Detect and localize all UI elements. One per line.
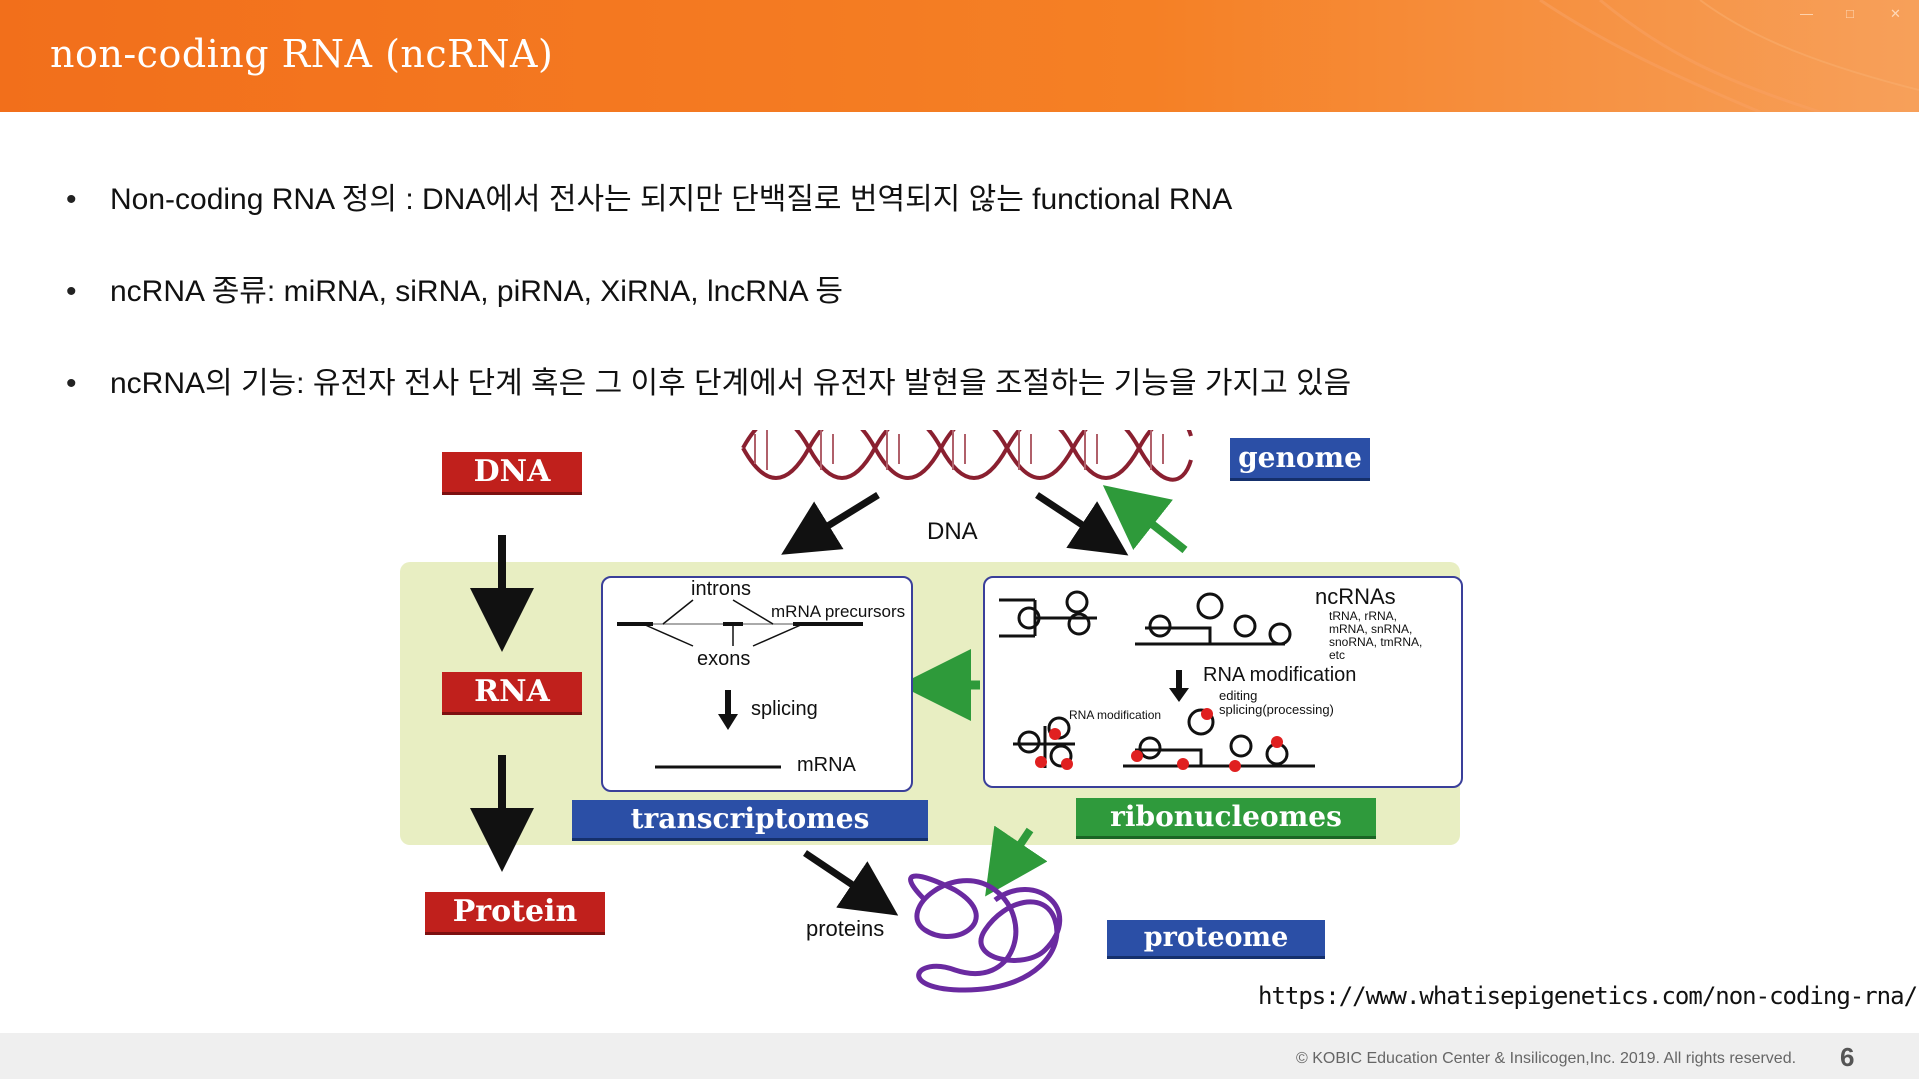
splicing-processing-text: splicing(processing) [1219, 702, 1334, 717]
proteome-label: proteome [1107, 920, 1325, 959]
protein-label: Protein [425, 892, 605, 935]
dna-text: DNA [927, 518, 978, 545]
ncrna-structures-drawing [999, 590, 1315, 772]
ribonucleomes-label: ribonucleomes [1076, 798, 1376, 839]
splicing-text: splicing [751, 698, 818, 720]
bullet-text: ncRNA의 기능: 유전자 전사 단계 혹은 그 이후 단계에서 유전자 발현… [110, 367, 1352, 400]
dna-to-transcriptome-arrow [781, 492, 880, 555]
introns-text: introns [691, 578, 752, 600]
close-icon[interactable]: ✕ [1890, 6, 1901, 21]
ncrna-types-line: etc [1329, 648, 1346, 662]
maximize-icon[interactable]: □ [1846, 6, 1854, 21]
rna-modification-text: RNA modification [1203, 664, 1357, 686]
bullet-text: Non-coding RNA 정의 : DNA에서 전사는 되지만 단백질로 번… [110, 183, 1233, 216]
ncrna-box: ncRNAs tRNA, rRNA, mRNA, snRNA, snoRNA, … [983, 576, 1463, 788]
slide-title: non-coding RNA (ncRNA) [50, 32, 554, 76]
diagram-arrows [470, 430, 1193, 993]
source-url[interactable]: https://www.whatisepigenetics.com/non-co… [1258, 982, 1918, 1010]
transcriptome-to-protein-arrow [803, 850, 899, 916]
splicing-drawing [617, 599, 863, 769]
bullet-item: • ncRNA 종류: miRNA, siRNA, piRNA, XiRNA, l… [66, 266, 843, 310]
ribonucleome-to-proteome-arrow [985, 825, 1048, 897]
transcriptome-box: introns mRNA precursors exons splicing m… [601, 576, 913, 792]
slide-header: non-coding RNA (ncRNA) — □ ✕ [0, 0, 1919, 112]
ncrna-types-line: snoRNA, tmRNA, [1329, 635, 1423, 649]
dna-helix [741, 430, 1193, 482]
mrna-text: mRNA [797, 754, 856, 776]
dna-label: DNA [442, 452, 582, 495]
slide-footer [0, 1033, 1919, 1079]
rna-modification-small-text: RNA modification [1069, 708, 1162, 722]
editing-text: editing [1219, 688, 1258, 703]
bullet-item: • ncRNA의 기능: 유전자 전사 단계 혹은 그 이후 단계에서 유전자 발… [66, 358, 1351, 402]
transcriptomes-label: transcriptomes [572, 800, 928, 841]
header-dna-watermark [1539, 0, 1919, 112]
ncrna-types-text: tRNA, rRNA, mRNA, snRNA, snoRNA, tmRNA, … [1329, 610, 1422, 662]
bullet-text: ncRNA 종류: miRNA, siRNA, piRNA, XiRNA, ln… [110, 275, 843, 308]
exons-text: exons [697, 648, 751, 670]
dna-to-ncrna-arrow [1035, 492, 1129, 556]
bullet-marker: • [66, 183, 77, 216]
bullet-marker: • [66, 367, 77, 400]
bullet-item: • Non-coding RNA 정의 : DNA에서 전사는 되지만 단백질로 … [66, 174, 1232, 218]
page-number: 6 [1840, 1042, 1855, 1072]
rna-label: RNA [442, 672, 582, 715]
genome-label: genome [1230, 438, 1370, 481]
proteins-text: proteins [806, 916, 885, 941]
protein-coil [908, 873, 1063, 993]
minimize-icon[interactable]: — [1800, 6, 1813, 21]
bullet-marker: • [66, 275, 77, 308]
ncrna-diagram: DNA RNA Protein genome DNA introns mRNA … [395, 430, 1475, 1000]
ncrna-types-line: tRNA, rRNA, [1329, 609, 1398, 623]
mrna-precursors-text: mRNA precursors [771, 602, 906, 621]
copyright-text: © KOBIC Education Center & Insilicogen,I… [1296, 1050, 1797, 1067]
ncrna-types-line: mRNA, snRNA, [1329, 622, 1413, 636]
ncrnas-text: ncRNAs [1315, 584, 1396, 609]
ncrna-to-genome-arrow [1102, 485, 1188, 554]
